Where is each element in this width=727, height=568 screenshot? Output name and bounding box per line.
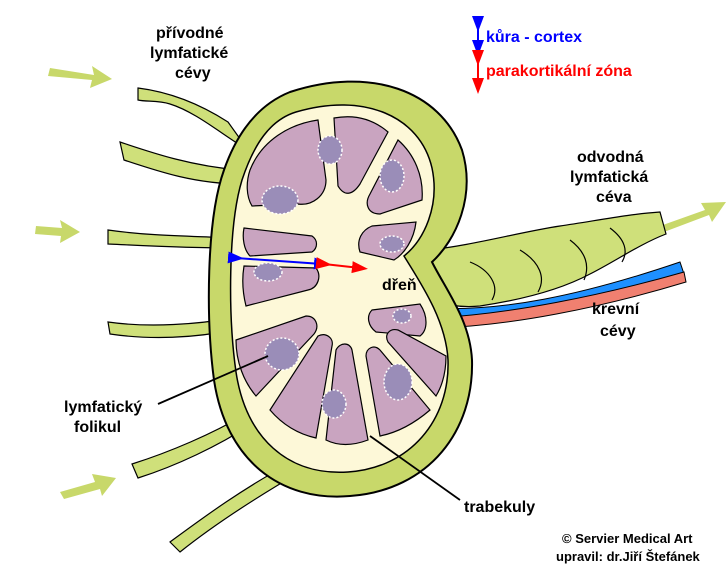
- germinal-center: [253, 262, 283, 282]
- trabeculae-pointer: [369, 435, 461, 501]
- efferent-vessel-group: [427, 211, 667, 308]
- afferent-label-line3: cévy: [175, 65, 211, 82]
- follicle-pointer: [157, 355, 269, 405]
- paracortex-marker: [315, 257, 368, 274]
- germinal-center: [392, 308, 412, 324]
- germinal-center: [317, 135, 343, 165]
- germinal-center: [264, 337, 300, 371]
- cortex-marker: [227, 251, 330, 270]
- efferent-label-line1: odvodná: [577, 149, 644, 166]
- incoming-arrow-mid: [35, 220, 80, 243]
- legend-paracortex-label: parakortikální zóna: [486, 63, 632, 80]
- incoming-arrows: [35, 66, 726, 499]
- germinal-center: [383, 363, 413, 401]
- efferent-label-line2: lymfatická: [570, 169, 648, 186]
- credit-line2: upravil: dr.Jiří Štefánek: [556, 549, 701, 564]
- blood-vessels-label-line2: cévy: [600, 323, 636, 340]
- germinal-center: [321, 389, 347, 419]
- incoming-arrow-top: [48, 66, 112, 88]
- lymphatic-follicle: [246, 119, 327, 207]
- follicle-label-line1: lymfatický: [64, 399, 142, 416]
- follicle-label-line2: folikul: [74, 419, 121, 436]
- incoming-arrow-bottom: [60, 474, 116, 499]
- afferent-vessels: [107, 87, 301, 553]
- outgoing-arrow: [660, 202, 726, 232]
- germinal-center: [261, 185, 299, 215]
- afferent-vessel: [137, 87, 249, 151]
- germinal-center: [379, 159, 405, 193]
- lymphatic-follicle: [325, 343, 369, 446]
- afferent-label-line1: přívodné: [156, 25, 224, 42]
- artery: [433, 271, 687, 329]
- germinal-center: [379, 235, 405, 253]
- efferent-label-line3: céva: [596, 189, 632, 206]
- lymphatic-follicle: [386, 329, 447, 398]
- efferent-valve: [469, 227, 626, 301]
- efferent-vessel: [427, 211, 667, 308]
- medulla-label: dřeň: [382, 277, 417, 294]
- legend-cortex-label: kůra - cortex: [486, 29, 582, 46]
- germinal-centers: [253, 135, 413, 419]
- lymphatic-follicle: [269, 334, 333, 439]
- trabeculae-label: trabekuly: [464, 499, 535, 516]
- lymphatic-follicle: [333, 116, 389, 194]
- credit-line1: © Servier Medical Art: [562, 531, 693, 546]
- afferent-label-line2: lymfatické: [150, 45, 228, 62]
- blood-vessels-label-line1: krevní: [592, 301, 640, 318]
